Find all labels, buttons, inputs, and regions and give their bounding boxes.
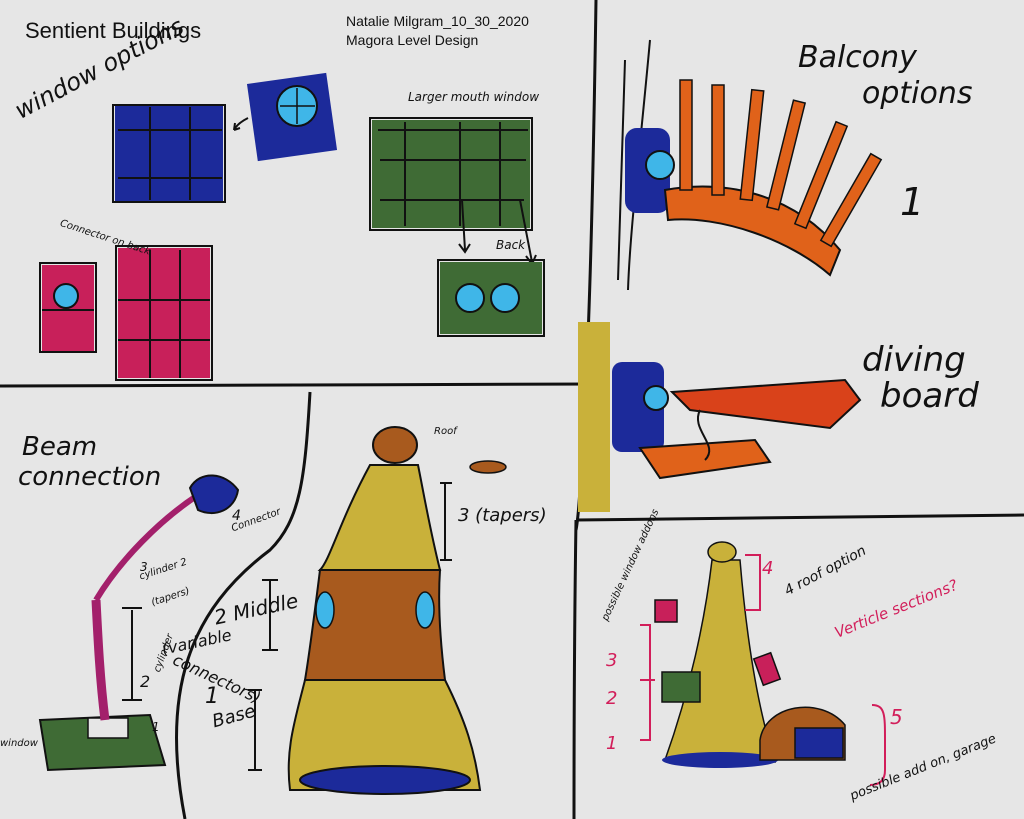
tower-label-roof: Roof — [434, 426, 457, 437]
beam-heading-line1: Beam — [22, 432, 98, 462]
balcony-sketch — [617, 39, 883, 291]
balcony-heading-line1: Balcony — [798, 40, 917, 75]
subtitle: Magora Level Design — [346, 32, 479, 48]
sections-tower-sketch — [640, 541, 886, 786]
beam-heading-line2: connection — [18, 462, 162, 492]
beam-label-1: 1 — [152, 720, 160, 734]
balcony-option-number: 1 — [900, 180, 925, 224]
page-title: Sentient Buildings — [25, 18, 202, 43]
tower-label-3-tapers: 3 (tapers) — [458, 505, 547, 526]
window-option-crimson-small — [39, 262, 97, 353]
window-option-blue-large — [112, 104, 226, 203]
beam-label-2: 2 — [140, 672, 151, 691]
section-num-3: 3 — [606, 650, 618, 671]
section-num-2: 2 — [606, 688, 618, 709]
section-num-1: 1 — [606, 733, 618, 754]
balcony-heading-line2: options — [862, 76, 973, 111]
section-num-5: 5 — [890, 705, 903, 729]
window-option-crimson-tall — [115, 245, 213, 381]
window-option-blue-small — [233, 72, 338, 162]
diving-board-line1: diving — [862, 340, 966, 380]
beam-label-3: 3 — [140, 560, 148, 574]
author-line: Natalie Milgram_10_30_2020 — [346, 13, 529, 29]
tower-label-1: 1 — [205, 684, 219, 709]
window-option-green-back — [437, 259, 545, 337]
diving-board-sketch — [578, 322, 862, 512]
author-info: Natalie Milgram_10_30_2020 Magora Level … — [346, 12, 529, 50]
diving-board-line2: board — [880, 376, 979, 416]
back-label: Back — [496, 238, 526, 252]
tower-sketch — [248, 426, 507, 795]
beam-label-window: window — [0, 738, 38, 749]
beam-label-4: 4 — [232, 508, 241, 524]
window-option-green-mouth — [369, 117, 537, 266]
beam-lamp-sketch — [38, 474, 240, 772]
larger-mouth-window-label: Larger mouth window — [408, 90, 540, 104]
section-num-4: 4 — [762, 558, 774, 579]
